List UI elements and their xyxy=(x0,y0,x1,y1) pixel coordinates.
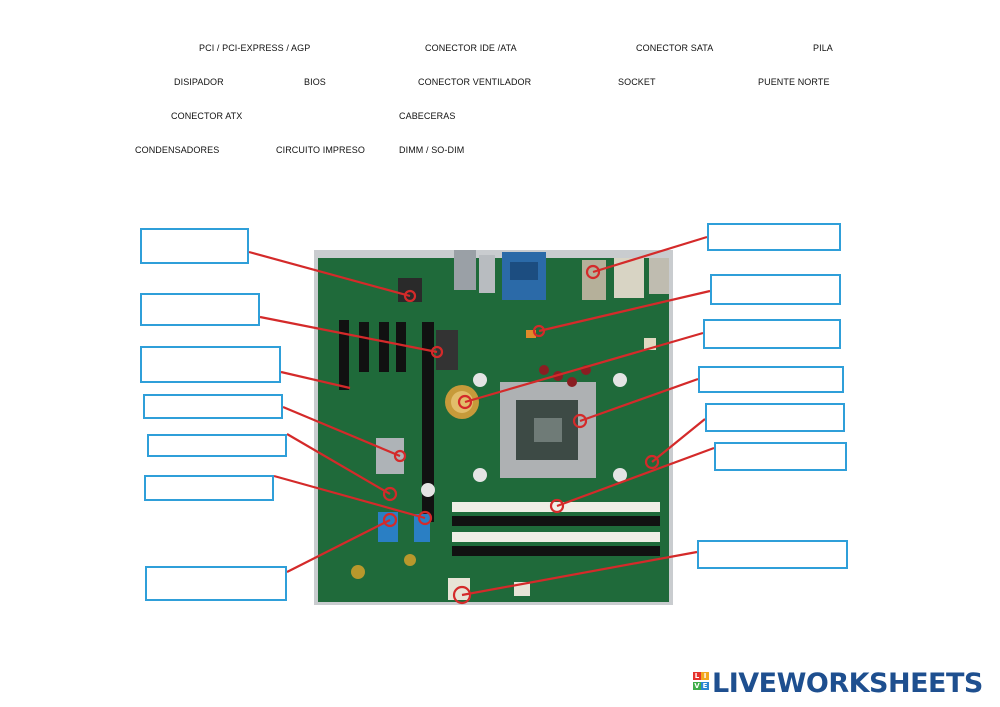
word-bank-condensadores: CONDENSADORES xyxy=(135,145,220,155)
answer-box-right-4[interactable] xyxy=(698,366,844,393)
logo-text: LIVEWORKSHEETS xyxy=(712,667,983,699)
word-bank-pila: PILA xyxy=(813,43,833,53)
word-bank-dimm: DIMM / SO-DIM xyxy=(399,145,465,155)
answer-box-right-5[interactable] xyxy=(705,403,845,432)
liveworksheets-logo: L I V E LIVEWORKSHEETS xyxy=(693,667,983,699)
word-bank-bios: BIOS xyxy=(304,77,326,87)
answer-box-left-4[interactable] xyxy=(143,394,283,419)
word-bank-disipador: DISIPADOR xyxy=(174,77,224,87)
answer-box-right-2[interactable] xyxy=(710,274,841,305)
answer-box-right-1[interactable] xyxy=(707,223,841,251)
motherboard-image xyxy=(314,250,673,605)
answer-box-right-6[interactable] xyxy=(714,442,847,471)
word-bank-conector-ventilador: CONECTOR VENTILADOR xyxy=(418,77,532,87)
answer-box-left-7[interactable] xyxy=(145,566,287,601)
answer-box-left-5[interactable] xyxy=(147,434,287,457)
word-bank-conector-ide: CONECTOR IDE /ATA xyxy=(425,43,517,53)
live-badge-icon: L I V E xyxy=(693,672,709,690)
word-bank-cabeceras: CABECERAS xyxy=(399,111,456,121)
answer-box-left-2[interactable] xyxy=(140,293,260,326)
answer-box-left-3[interactable] xyxy=(140,346,281,383)
answer-box-left-1[interactable] xyxy=(140,228,249,264)
word-bank-conector-sata: CONECTOR SATA xyxy=(636,43,714,53)
word-bank-socket: SOCKET xyxy=(618,77,656,87)
word-bank-pci: PCI / PCI-EXPRESS / AGP xyxy=(199,43,311,53)
word-bank-conector-atx: CONECTOR ATX xyxy=(171,111,243,121)
word-bank-circuito-impreso: CIRCUITO IMPRESO xyxy=(276,145,365,155)
answer-box-right-3[interactable] xyxy=(703,319,841,349)
answer-box-right-7[interactable] xyxy=(697,540,848,569)
answer-box-left-6[interactable] xyxy=(144,475,274,501)
word-bank-puente-norte: PUENTE NORTE xyxy=(758,77,830,87)
